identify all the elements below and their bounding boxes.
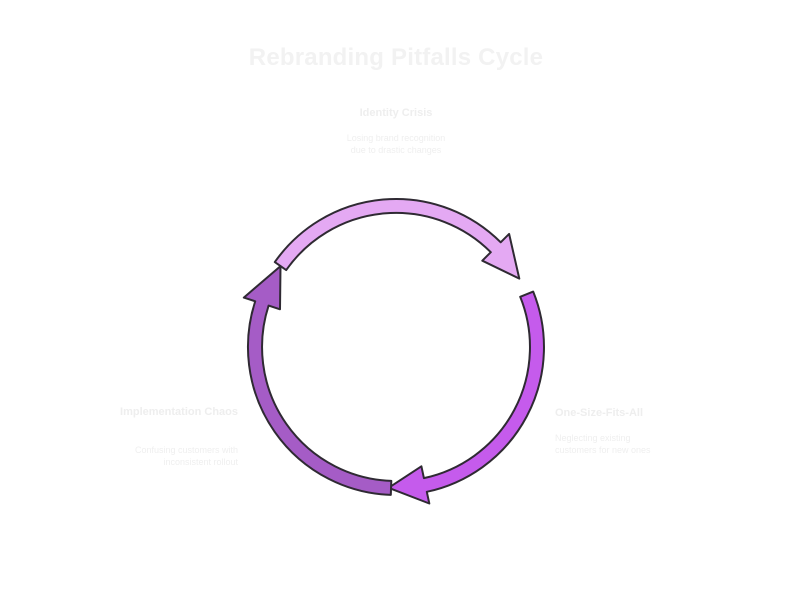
- diagram-title: Rebranding Pitfalls Cycle: [248, 44, 544, 71]
- stage-one-size-fits-all-title: One-Size-Fits-All: [555, 407, 644, 419]
- stage-identity-crisis-description: Losing brand recognition due to drastic …: [346, 133, 446, 155]
- arrow-implementation-chaos: [242, 265, 393, 496]
- stage-one-size-fits-all-description: Neglecting existing customers for new on…: [555, 433, 651, 455]
- arrow-one-size-fits-all: [387, 290, 545, 505]
- stage-implementation-chaos-description: Confusing customers with inconsistent ro…: [134, 445, 238, 467]
- stage-implementation-chaos-title: Implementation Chaos: [120, 406, 238, 418]
- arrow-identity-crisis: [273, 197, 521, 280]
- stage-identity-crisis-title: Identity Crisis: [359, 107, 433, 119]
